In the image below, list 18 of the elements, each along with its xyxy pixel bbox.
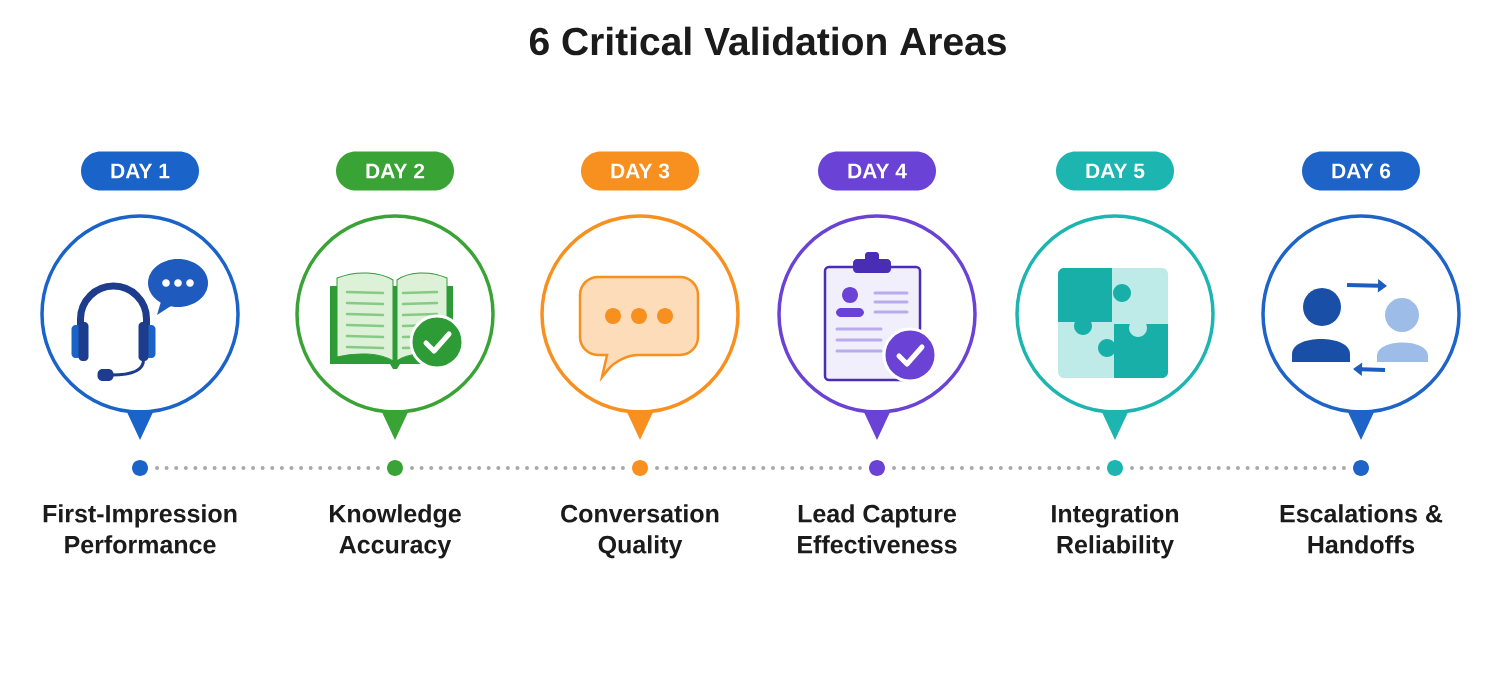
day-badge: DAY 3 [581,151,699,191]
step-label: Integration Reliability [1052,504,1179,559]
step-label: Lead Capture Effectiveness [798,504,957,554]
step-label: Knowledge Accuracy [330,504,461,559]
dotted-line [155,466,380,470]
day-badge: DAY 6 [1302,151,1420,191]
dotted-line [410,466,625,470]
dotted-line [1130,466,1346,470]
day-badge: DAY 1 [81,151,199,191]
dotted-line [892,466,1100,470]
step-label: First-Impression Performance [43,504,237,554]
step-label: Escalations & Handoffs [1280,504,1443,554]
day-badge: DAY 4 [818,151,936,191]
dotted-line [655,466,862,470]
step-label: Conversation Quality [561,504,719,559]
day-badge: DAY 5 [1056,151,1174,191]
title: 6 Critical Validation Areas [529,26,1006,56]
day-badge: DAY 2 [336,151,454,191]
